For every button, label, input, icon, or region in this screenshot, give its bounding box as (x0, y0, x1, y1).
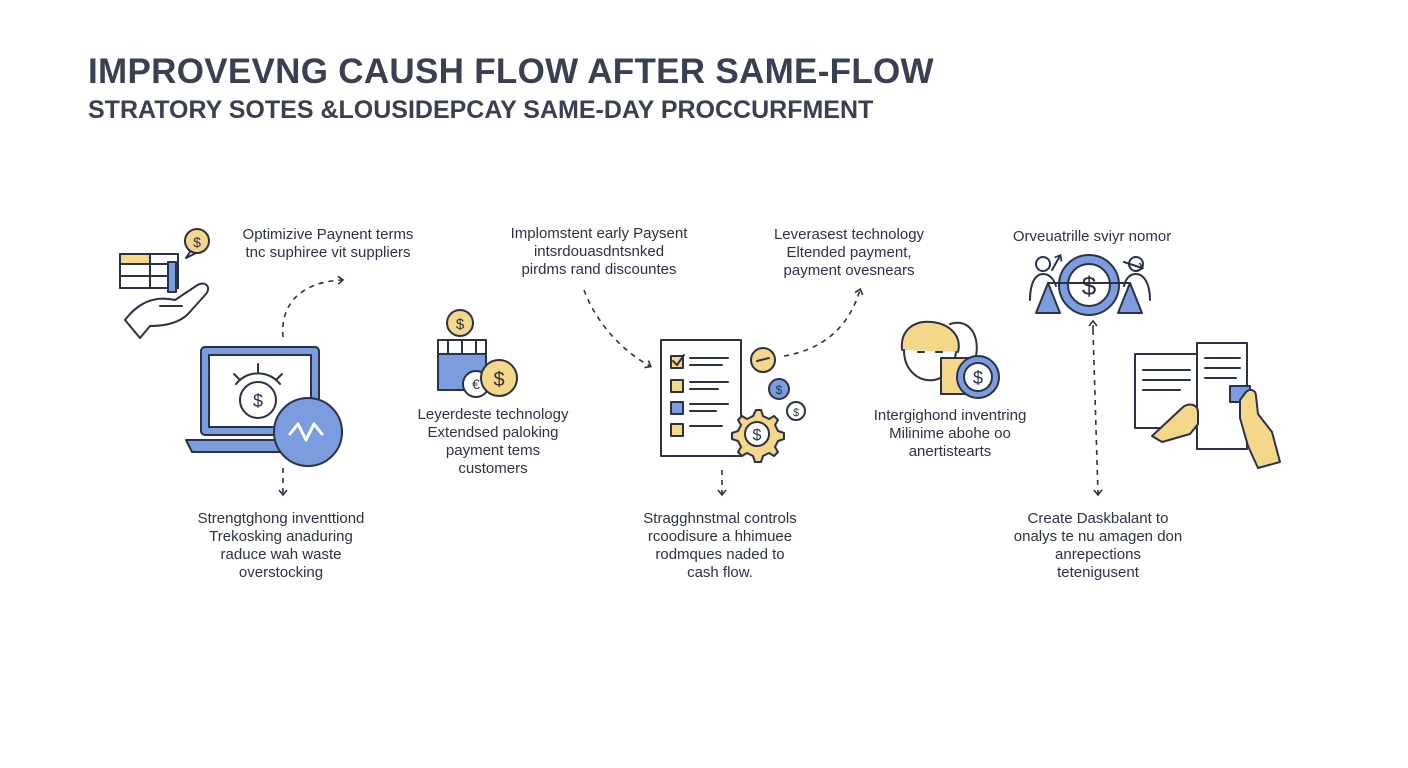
currency-symbol: $ (493, 369, 504, 391)
step-line: intsrdouasdntsnked (533, 243, 665, 260)
checklist-gear-icon (660, 339, 806, 463)
currency-symbol: $ (456, 316, 465, 333)
page-title: IMPROVEVNG CAUSH FLOW AFTER SAME-FLOW (88, 52, 934, 91)
step-strengthen-controls: Stragghnstmal controls rcoodisure a hhim… (610, 510, 830, 582)
page-subtitle: STRATORY SOTES &LOUSIDEPCAY SAME-DAY PRO… (88, 96, 874, 124)
step-integrate-inventory: Intergighond inventring Milinime abohe o… (850, 407, 1050, 461)
currency-symbol: $ (1082, 271, 1097, 301)
step-line: onalys te nu amagen don (1013, 528, 1183, 545)
step-line: rodmques naded to (655, 546, 785, 563)
step-leverage-technology-extended: Leverasest technology Eltended payment, … (748, 226, 950, 280)
step-line: anertistearts (908, 443, 992, 460)
step-create-dashboard: Create Daskbalant to onalys te nu amagen… (990, 510, 1206, 582)
person-coin-icon (900, 320, 1000, 399)
step-leverage-technology: Leyerdeste technology Extendsed paloking… (393, 406, 593, 478)
step-line: Optimizive Paynent terms (242, 226, 414, 243)
step-line: Stragghnstmal controls (643, 510, 797, 527)
step-line: Eltended payment, (786, 244, 912, 261)
step-line: Intergighond inventring (873, 407, 1027, 424)
currency-symbol: $ (776, 383, 783, 397)
step-line: Create Daskbalant to (1027, 510, 1169, 527)
step-line: overstocking (238, 564, 324, 581)
documents-hands-icon (1134, 342, 1281, 469)
step-implement-early-payment: Implomstent early Paysent intsrdouasdnts… (488, 225, 710, 279)
step-line: anrepections (1055, 546, 1141, 563)
euro-symbol: € (472, 376, 480, 392)
step-line: Strengtghong inventtiond (197, 510, 365, 527)
step-line: rcoodisure a hhimuee (647, 528, 793, 545)
currency-symbol: $ (973, 368, 983, 388)
step-line: tetenigusent (1057, 564, 1139, 581)
step-line: Milinime abohe oo (889, 425, 1011, 442)
currency-symbol: $ (753, 427, 762, 444)
step-line: tnc suphiree vit suppliers (245, 244, 411, 261)
currency-symbol: $ (793, 407, 799, 419)
step-line: Leverasest technology (773, 226, 925, 243)
step-line: Leyerdeste technology (417, 406, 569, 423)
step-evaluate-supply: Orveuatrille sviyr nomor (992, 228, 1192, 246)
connector-arrows (278, 275, 1103, 497)
step-line: pirdms rand discountes (521, 261, 677, 278)
step-line: cash flow. (687, 564, 753, 581)
step-line: payment tems (445, 442, 541, 459)
currency-symbol: $ (193, 234, 201, 250)
balance-scale-icon (1029, 254, 1151, 316)
laptop-chart-icon (185, 346, 343, 467)
step-line: Orveuatrille sviyr nomor (1012, 228, 1172, 245)
calendar-coins-icon (437, 309, 518, 398)
step-strengthen-inventory: Strengtghong inventtiond Trekosking anad… (170, 510, 392, 582)
step-line: raduce wah waste (220, 546, 342, 563)
step-line: Extendsed paloking (427, 424, 559, 441)
step-line: Trekosking anaduring (209, 528, 353, 545)
currency-symbol: $ (253, 391, 263, 411)
hand-spreadsheet-icon (119, 228, 210, 339)
step-optimize-payment-terms: Optimizive Paynent terms tnc suphiree vi… (228, 226, 428, 262)
step-line: payment ovesnears (783, 262, 915, 279)
step-line: customers (458, 460, 528, 477)
step-line: Implomstent early Paysent (510, 225, 688, 242)
